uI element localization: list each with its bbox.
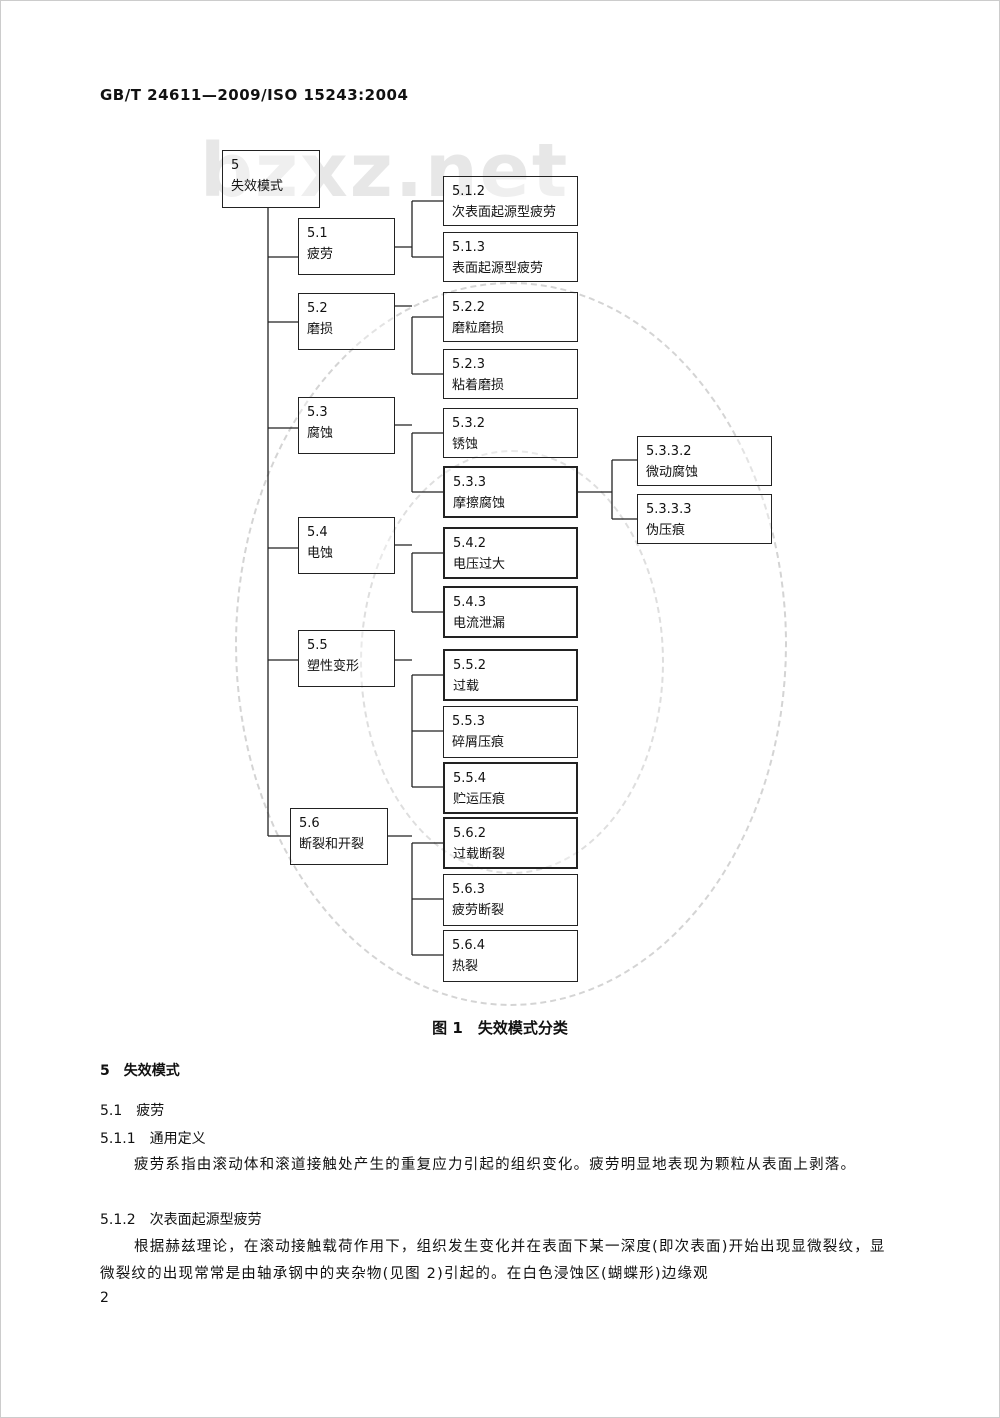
node-5-6-3: 5.6.3 疲劳断裂 (443, 874, 578, 926)
node-5-6-2: 5.6.2 过载断裂 (443, 817, 578, 869)
figure-caption: 图 1 失效模式分类 (432, 1019, 568, 1037)
node-5-1-3: 5.1.3 表面起源型疲劳 (443, 232, 578, 282)
node-5-5-3: 5.5.3 碎屑压痕 (443, 706, 578, 758)
node-5-5: 5.5 塑性变形 (298, 630, 395, 687)
node-label: 电流泄漏 (453, 616, 506, 631)
node-label: 失效模式 (231, 179, 284, 194)
watermark: bzxz.net (200, 128, 570, 214)
node-number: 5.3 (307, 405, 328, 420)
paragraph-5-1-2: 根据赫兹理论，在滚动接触载荷作用下，组织发生变化并在表面下某一深度(即次表面)开… (100, 1239, 886, 1282)
node-5-3-2: 5.3.2 锈蚀 (443, 408, 578, 458)
node-5-3-3-2: 5.3.3.2 微动腐蚀 (637, 436, 772, 486)
node-label: 电压过大 (453, 557, 506, 572)
node-5-4-2: 5.4.2 电压过大 (443, 527, 578, 579)
section-heading-5-1: 5.1 疲劳 (100, 1103, 165, 1119)
node-5-2: 5.2 磨损 (298, 293, 395, 350)
node-label: 表面起源型疲劳 (452, 261, 544, 276)
node-number: 5.3.3.3 (646, 502, 692, 517)
node-label: 断裂和开裂 (299, 837, 365, 852)
node-number: 5.4.3 (453, 595, 487, 610)
node-5-5-4: 5.5.4 贮运压痕 (443, 762, 578, 814)
node-5-2-3: 5.2.3 粘着磨损 (443, 349, 578, 399)
node-label: 塑性变形 (307, 659, 360, 674)
section-heading-5-1-2: 5.1.2 次表面起源型疲劳 (100, 1212, 262, 1228)
node-label: 摩擦腐蚀 (453, 496, 506, 511)
node-5-3-3: 5.3.3 摩擦腐蚀 (443, 466, 578, 518)
node-label: 粘着磨损 (452, 378, 505, 393)
node-number: 5.3.3 (453, 475, 487, 490)
node-number: 5.6.3 (452, 882, 486, 897)
node-number: 5.4 (307, 525, 328, 540)
node-number: 5.5.4 (453, 771, 487, 786)
node-label: 伪压痕 (646, 523, 686, 538)
node-label: 磨损 (307, 322, 334, 337)
node-label: 热裂 (452, 959, 479, 974)
background-seal-inner (360, 450, 664, 874)
node-label: 疲劳断裂 (452, 903, 505, 918)
node-number: 5 (231, 158, 240, 173)
node-label: 次表面起源型疲劳 (452, 205, 557, 220)
page-number: 2 (100, 1290, 109, 1306)
node-number: 5.1.3 (452, 240, 486, 255)
node-label: 过载断裂 (453, 847, 506, 862)
node-5-6: 5.6 断裂和开裂 (290, 808, 388, 865)
node-5-4: 5.4 电蚀 (298, 517, 395, 574)
node-5-6-4: 5.6.4 热裂 (443, 930, 578, 982)
section-heading-5: 5 失效模式 (100, 1063, 180, 1079)
standard-code-header: GB/T 24611—2009/ISO 15243:2004 (100, 86, 409, 104)
node-label: 电蚀 (307, 546, 334, 561)
node-5-1: 5.1 疲劳 (298, 218, 395, 275)
node-label: 磨粒磨损 (452, 321, 505, 336)
paragraph-5-1-1: 疲劳系指由滚动体和滚道接触处产生的重复应力引起的组织变化。疲劳明显地表现为颗粒从… (134, 1157, 857, 1173)
background-seal-outer (235, 282, 787, 1006)
node-number: 5.6 (299, 816, 320, 831)
node-5-4-3: 5.4.3 电流泄漏 (443, 586, 578, 638)
node-number: 5.6.4 (452, 938, 486, 953)
node-label: 疲劳 (307, 247, 334, 262)
node-number: 5.1.2 (452, 184, 486, 199)
node-number: 5.1 (307, 226, 328, 241)
node-5-3-3-3: 5.3.3.3 伪压痕 (637, 494, 772, 544)
node-label: 贮运压痕 (453, 792, 506, 807)
node-5-3: 5.3 腐蚀 (298, 397, 395, 454)
node-label: 过载 (453, 679, 480, 694)
node-label: 腐蚀 (307, 426, 334, 441)
node-number: 5.3.2 (452, 416, 486, 431)
node-number: 5.5.3 (452, 714, 486, 729)
node-number: 5.5.2 (453, 658, 487, 673)
node-number: 5.2 (307, 301, 328, 316)
node-number: 5.3.3.2 (646, 444, 692, 459)
section-heading-5-1-1: 5.1.1 通用定义 (100, 1131, 206, 1147)
node-number: 5.2.2 (452, 300, 486, 315)
node-label: 微动腐蚀 (646, 465, 699, 480)
node-5-1-2: 5.1.2 次表面起源型疲劳 (443, 176, 578, 226)
node-number: 5.2.3 (452, 357, 486, 372)
node-label: 碎屑压痕 (452, 735, 505, 750)
node-5-5-2: 5.5.2 过载 (443, 649, 578, 701)
node-number: 5.4.2 (453, 536, 487, 551)
diagram-connectors (267, 200, 637, 956)
node-label: 锈蚀 (452, 437, 479, 452)
node-number: 5.5 (307, 638, 328, 653)
node-5-2-2: 5.2.2 磨粒磨损 (443, 292, 578, 342)
node-root: 5 失效模式 (222, 150, 320, 208)
node-number: 5.6.2 (453, 826, 487, 841)
